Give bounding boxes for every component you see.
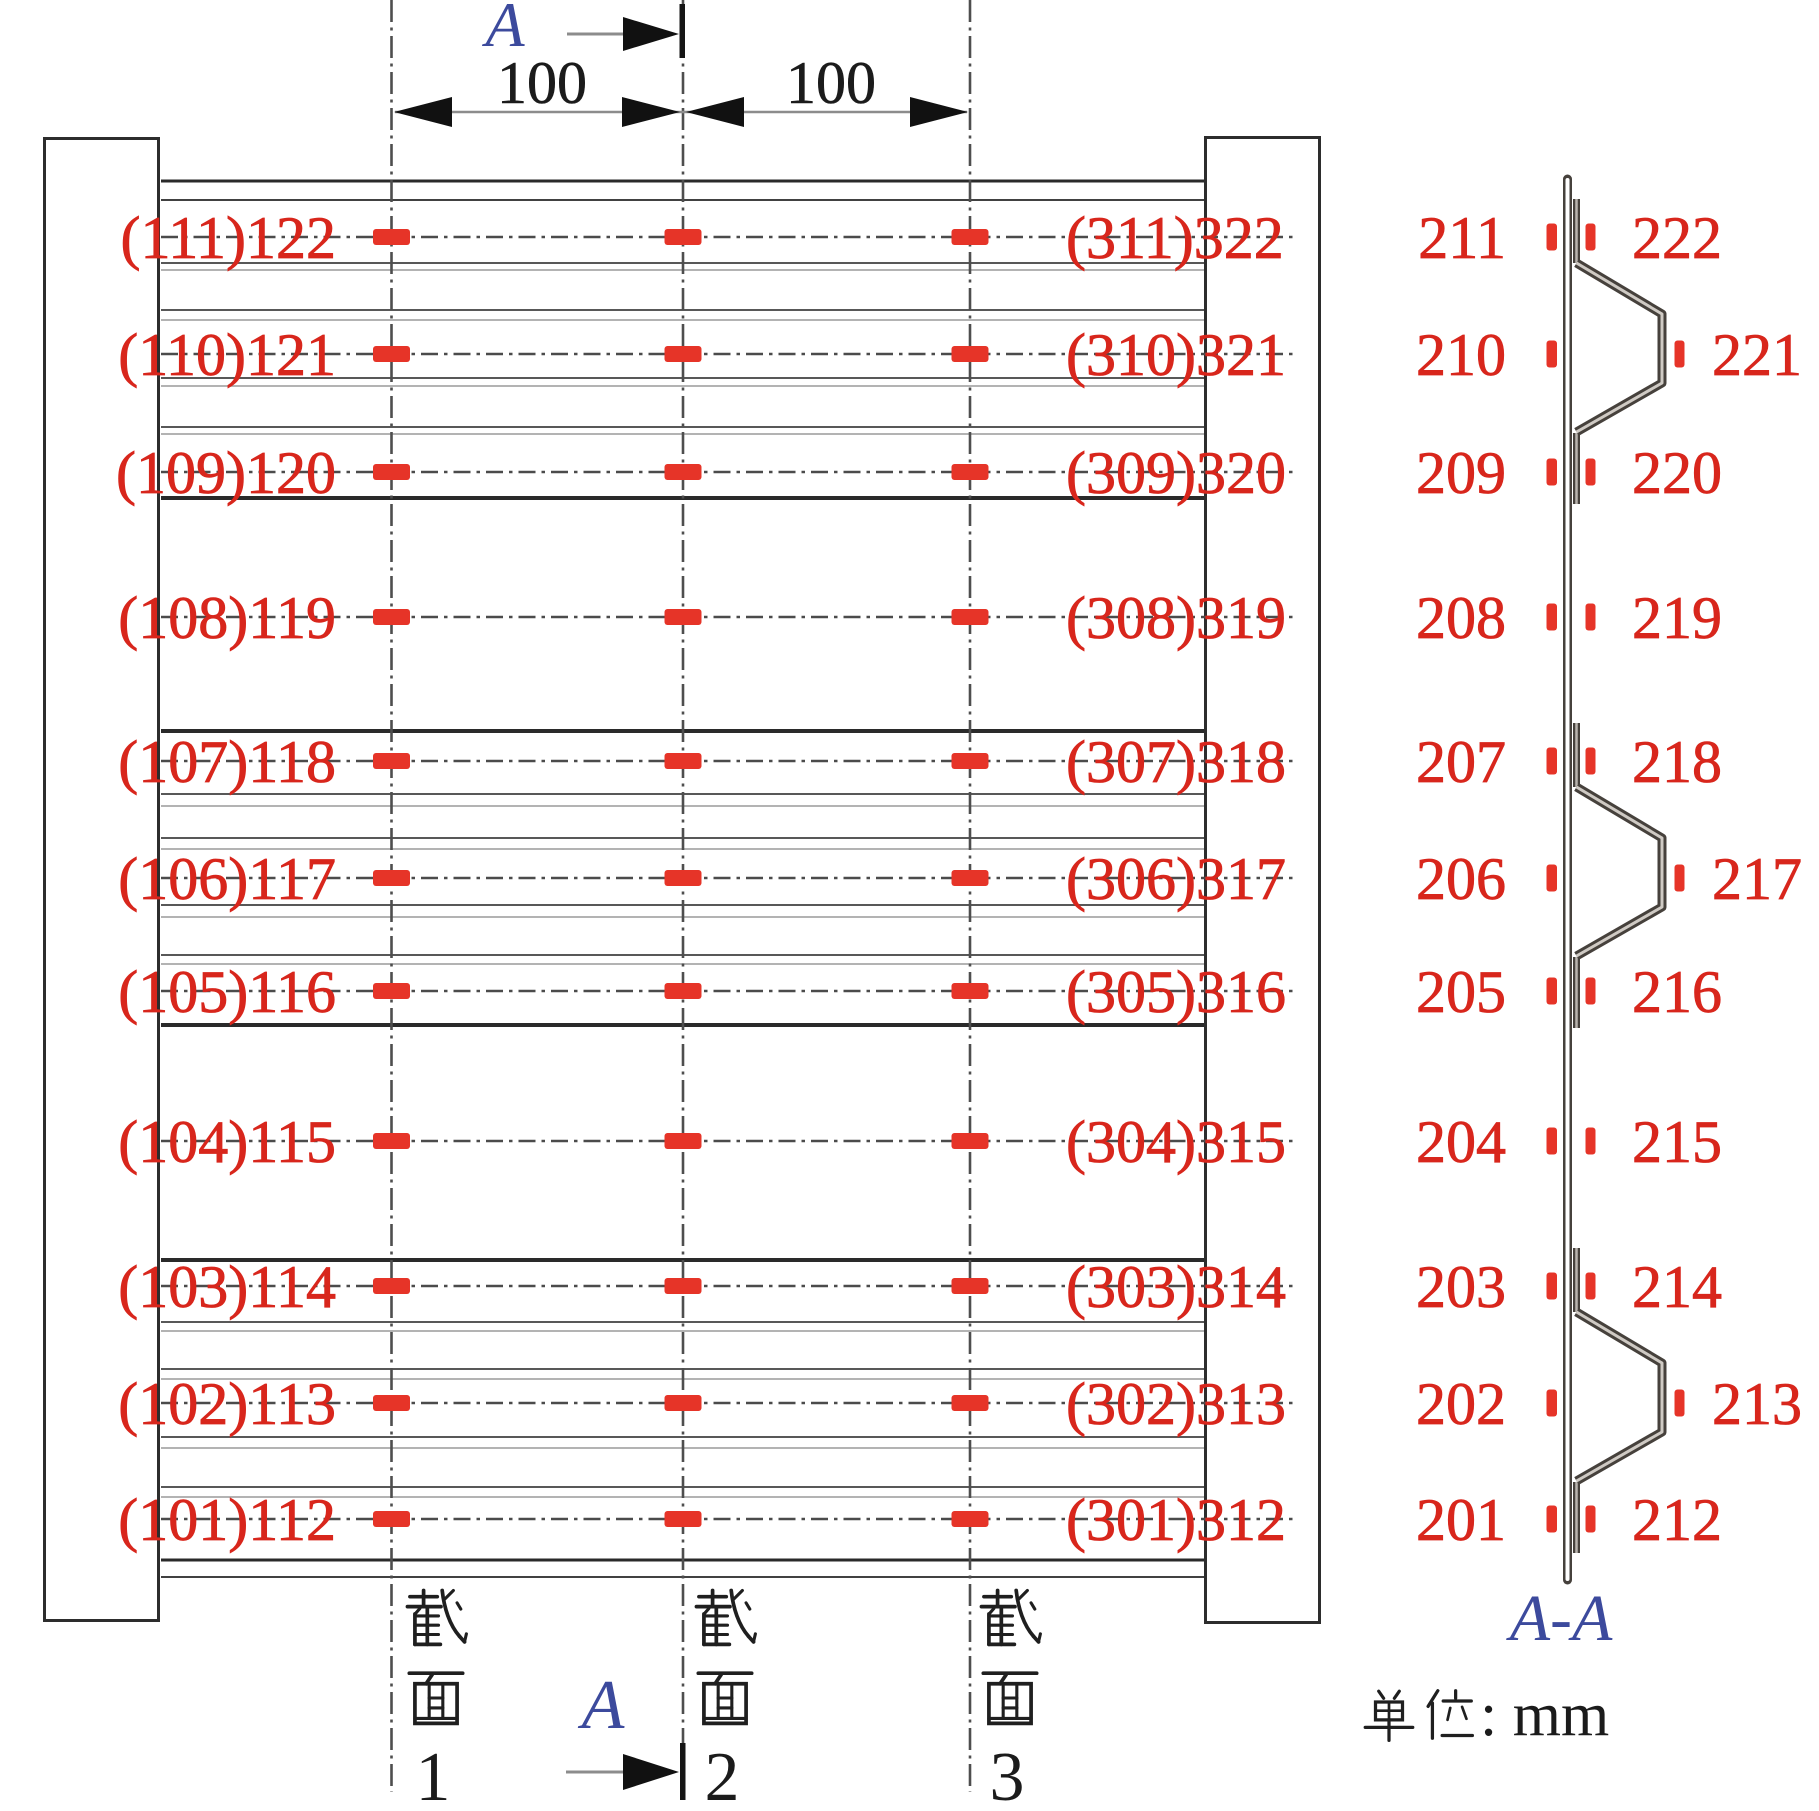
- svg-text:219: 219: [1632, 585, 1722, 651]
- svg-text:: mm: : mm: [1480, 1681, 1609, 1749]
- svg-text:(109)120: (109)120: [116, 440, 336, 506]
- svg-text:(307)318: (307)318: [1066, 729, 1286, 795]
- svg-text:100: 100: [497, 50, 587, 116]
- svg-text:(106)117: (106)117: [118, 846, 336, 912]
- svg-text:214: 214: [1632, 1254, 1722, 1320]
- svg-text:(310)321: (310)321: [1066, 322, 1286, 388]
- svg-text:204: 204: [1416, 1109, 1506, 1175]
- svg-text:202: 202: [1416, 1371, 1506, 1437]
- svg-text:A: A: [481, 0, 525, 60]
- svg-text:203: 203: [1416, 1254, 1506, 1320]
- svg-text:(102)113: (102)113: [118, 1371, 336, 1437]
- svg-text:206: 206: [1416, 846, 1506, 912]
- svg-text:(305)316: (305)316: [1066, 959, 1286, 1025]
- svg-text:212: 212: [1632, 1487, 1722, 1553]
- svg-text:(311)322: (311)322: [1066, 205, 1284, 271]
- svg-text:220: 220: [1632, 440, 1722, 506]
- svg-text:100: 100: [786, 50, 876, 116]
- svg-text:(306)317: (306)317: [1066, 846, 1286, 912]
- svg-text:215: 215: [1632, 1109, 1722, 1175]
- svg-text:(107)118: (107)118: [118, 729, 336, 795]
- svg-text:210: 210: [1416, 322, 1506, 388]
- svg-text:(303)314: (303)314: [1066, 1254, 1286, 1320]
- svg-text:A-A: A-A: [1506, 1582, 1613, 1655]
- svg-text:209: 209: [1416, 440, 1506, 506]
- svg-text:222: 222: [1632, 205, 1722, 271]
- svg-text:(111)122: (111)122: [120, 205, 336, 271]
- svg-text:1: 1: [416, 1739, 451, 1811]
- svg-text:208: 208: [1416, 585, 1506, 651]
- svg-text:218: 218: [1632, 729, 1722, 795]
- svg-text:205: 205: [1416, 959, 1506, 1025]
- svg-text:(308)319: (308)319: [1066, 585, 1286, 651]
- svg-text:(304)315: (304)315: [1066, 1109, 1286, 1175]
- svg-text:(103)114: (103)114: [118, 1254, 336, 1320]
- svg-text:213: 213: [1712, 1371, 1802, 1437]
- svg-text:(301)312: (301)312: [1066, 1487, 1286, 1553]
- svg-text:216: 216: [1632, 959, 1722, 1025]
- svg-text:221: 221: [1712, 322, 1802, 388]
- svg-text:3: 3: [990, 1739, 1025, 1811]
- svg-text:(104)115: (104)115: [118, 1109, 336, 1175]
- svg-text:217: 217: [1712, 846, 1802, 912]
- svg-text:(110)121: (110)121: [118, 322, 336, 388]
- svg-text:(309)320: (309)320: [1066, 440, 1286, 506]
- svg-text:207: 207: [1416, 729, 1506, 795]
- svg-text:(101)112: (101)112: [118, 1487, 336, 1553]
- svg-text:(302)313: (302)313: [1066, 1371, 1286, 1437]
- svg-text:211: 211: [1418, 205, 1506, 271]
- svg-text:2: 2: [705, 1739, 740, 1811]
- svg-text:(105)116: (105)116: [118, 959, 336, 1025]
- svg-text:A: A: [578, 1667, 625, 1744]
- svg-text:(108)119: (108)119: [118, 585, 336, 651]
- svg-text:201: 201: [1416, 1487, 1506, 1553]
